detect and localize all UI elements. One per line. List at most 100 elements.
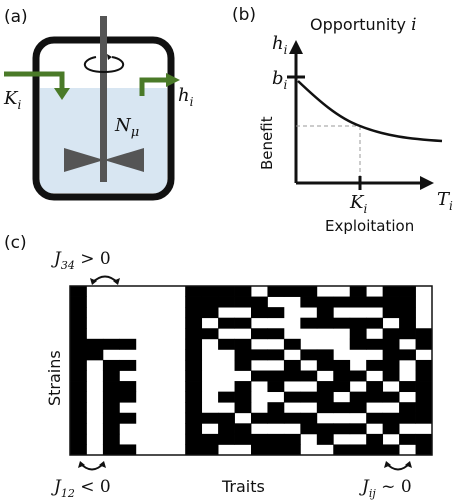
svg-text:hi: hi	[272, 33, 288, 57]
matrix-cell	[366, 317, 384, 329]
matrix-cell	[399, 412, 416, 424]
matrix-cell	[70, 286, 87, 297]
y-tick-top-label: h	[272, 33, 284, 54]
matrix-cell	[316, 349, 334, 361]
matrix-cell	[185, 328, 203, 340]
matrix-cell	[399, 307, 416, 319]
matrix-cell	[349, 402, 367, 414]
matrix-cell	[234, 359, 252, 371]
matrix-cell	[300, 423, 318, 435]
inflow-label: K	[3, 88, 19, 109]
matrix-cell	[86, 338, 104, 350]
y-tick-mid-label-sub: i	[284, 78, 288, 92]
x-tick-label: K	[349, 192, 365, 213]
y-tick-mid-label: b	[272, 68, 284, 89]
matrix-cell	[316, 391, 334, 403]
matrix-cell	[366, 412, 384, 424]
matrix-cell	[218, 423, 235, 435]
matrix-cell	[70, 359, 87, 371]
svg-text:Jij ~ 0: Jij ~ 0	[359, 477, 412, 500]
matrix-cell	[316, 423, 334, 435]
benefit-curve	[297, 80, 443, 143]
matrix-cell	[70, 307, 87, 319]
matrix-cell	[185, 307, 203, 319]
matrix-cell	[366, 381, 384, 393]
matrix-cell	[349, 328, 367, 340]
interaction-arrow-bl-icon	[78, 461, 106, 471]
matrix-cell	[333, 317, 351, 329]
matrix-cell	[218, 286, 235, 297]
interaction-label-bl: J	[51, 477, 62, 497]
matrix-cell	[251, 433, 268, 445]
matrix-cell	[349, 296, 367, 308]
matrix-cell	[102, 370, 120, 382]
matrix-cell	[316, 381, 334, 393]
y-axis-arrowhead-icon	[289, 40, 303, 54]
matrix-cell	[415, 433, 433, 445]
matrix-cell	[70, 328, 87, 340]
matrix-cell	[382, 444, 400, 456]
matrix-cell	[70, 412, 87, 424]
matrix-cell	[300, 412, 318, 424]
matrix-cell	[102, 423, 120, 435]
matrix-cell	[234, 433, 252, 445]
matrix-cell	[333, 402, 351, 414]
strains-axis-label: Strains	[45, 350, 64, 406]
matrix-cell	[283, 359, 301, 371]
matrix-cell	[349, 338, 367, 350]
svg-text:J34 > 0: J34 > 0	[51, 249, 111, 272]
matrix-cell	[382, 286, 400, 297]
matrix-cell	[251, 296, 268, 308]
matrix-cell	[382, 391, 400, 403]
matrix-cell	[366, 296, 384, 308]
matrix-cell	[119, 338, 137, 350]
matrix-cell	[267, 402, 285, 414]
matrix-cell	[185, 370, 203, 382]
matrix-cell	[366, 433, 384, 445]
matrix-cell	[349, 286, 367, 297]
matrix-cell	[399, 317, 416, 329]
matrix-cell	[218, 391, 235, 403]
matrix-cell	[267, 433, 285, 445]
panel-b-title-var: i	[411, 15, 416, 35]
svg-text:hi: hi	[178, 85, 194, 109]
matrix-cell	[415, 412, 433, 424]
interaction-label-top: J	[51, 249, 62, 269]
matrix-cell	[316, 433, 334, 445]
matrix-cell	[300, 317, 318, 329]
impeller-icon	[64, 148, 144, 172]
y-tick-top-label-sub: i	[284, 43, 288, 57]
matrix-cell	[70, 338, 87, 350]
matrix-cell	[201, 328, 219, 340]
stirrer-shaft	[100, 16, 107, 182]
matrix-cell	[283, 338, 301, 350]
matrix-cell	[185, 402, 203, 414]
x-axis-var-label: T	[437, 189, 451, 210]
panel-c-tag: (c)	[4, 233, 27, 253]
matrix-cell	[267, 349, 285, 361]
matrix-cell	[70, 381, 87, 393]
matrix-cell	[201, 412, 219, 424]
x-axis-var-label-sub: i	[449, 199, 453, 213]
matrix-cell	[119, 359, 137, 371]
interaction-arrow-top-icon	[90, 275, 120, 285]
matrix-cell	[399, 381, 416, 393]
matrix-cell	[382, 349, 400, 361]
outflow-label: h	[178, 85, 190, 106]
svg-text:Ti: Ti	[437, 189, 453, 213]
matrix-cell	[333, 296, 351, 308]
interaction-label-br-sub: ij	[369, 487, 377, 500]
matrix-cell	[201, 307, 219, 319]
matrix-cell	[349, 391, 367, 403]
matrix-cell	[267, 381, 285, 393]
matrix-cell	[415, 338, 433, 350]
interaction-label-br-rel: ~ 0	[376, 477, 412, 497]
matrix-cell	[415, 370, 433, 382]
panel-a-tag: (a)	[4, 7, 28, 27]
svg-text:J12 < 0: J12 < 0	[51, 477, 111, 500]
interaction-arrow-br-icon	[384, 461, 412, 471]
matrix-cell	[234, 391, 252, 403]
matrix-cell	[70, 391, 87, 403]
matrix-cell	[366, 338, 384, 350]
matrix-cell	[234, 338, 252, 350]
